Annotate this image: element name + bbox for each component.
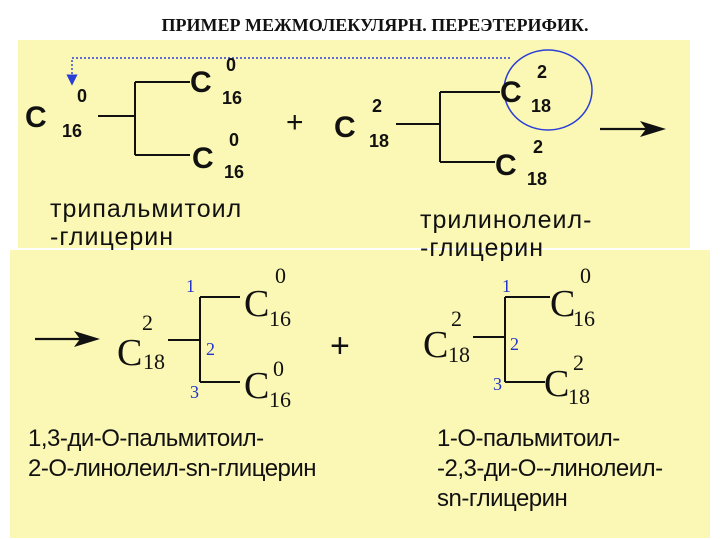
r2-c3-sup: 2 <box>533 137 543 157</box>
p1-c2-sub: 18 <box>143 349 165 374</box>
products-plus: + <box>330 327 350 365</box>
products-panel <box>10 250 710 538</box>
p2-c3-symbol: C <box>544 363 569 405</box>
r2-c1-sup: 2 <box>372 96 382 116</box>
p2-position-3: 3 <box>493 374 502 394</box>
r2-c3-symbol: C <box>495 149 517 182</box>
p1-c3-symbol: C <box>244 365 269 407</box>
r1-c2-sup: 0 <box>226 55 236 75</box>
p1-position-2: 2 <box>206 339 215 359</box>
p2-c3-sup: 2 <box>573 350 584 375</box>
p1-position-3: 3 <box>190 382 199 402</box>
product-2-name-line3: sn-глицерин <box>437 485 568 512</box>
p2-bonds <box>473 296 550 383</box>
r2-c2-sub: 18 <box>531 96 551 116</box>
p1-c1-sub: 16 <box>269 306 291 331</box>
reactant-tripalmitoyl: C 0 16 C 0 16 C 0 16 <box>25 55 244 182</box>
product-1-name-line1: 1,3-ди-О-пальмитоил- <box>28 425 264 452</box>
r2-c1-symbol: C <box>334 111 356 144</box>
p2-c2-sup: 2 <box>451 306 462 331</box>
p1-c3-sup: 0 <box>273 356 284 381</box>
r2-bonds <box>396 91 500 163</box>
p2-position-1: 1 <box>502 276 511 296</box>
p1-c1-symbol: C <box>244 283 269 325</box>
r2-c3-sub: 18 <box>527 169 547 189</box>
reactant-2-name-line2: -глицерин <box>420 234 545 262</box>
r1-c3-symbol: C <box>192 142 214 175</box>
product-2-name-line1: 1-О-пальмитоил- <box>437 425 620 452</box>
r1-c1-sup: 0 <box>77 86 87 106</box>
r1-c3-sub: 16 <box>224 162 244 182</box>
r1-c2-sub: 16 <box>222 88 242 108</box>
continuation-arrow <box>35 331 100 347</box>
r2-c2-sup: 2 <box>537 62 547 82</box>
p1-c2-sup: 2 <box>142 310 153 335</box>
p2-c1-sup: 0 <box>580 263 591 288</box>
r1-c1-symbol: C <box>25 101 47 134</box>
product-1: C 2 18 1 2 3 C 0 16 C 0 16 <box>117 263 291 412</box>
p2-c2-symbol: C <box>423 324 448 366</box>
reactant-1-name-line1: трипальмитоил <box>50 195 243 223</box>
r2-c1-sub: 18 <box>369 131 389 151</box>
reaction-plus: + <box>286 106 304 139</box>
reactant-1-name-line2: -глицерин <box>50 223 175 251</box>
r1-c1-sub: 16 <box>62 121 82 141</box>
r1-c3-sup: 0 <box>229 130 239 150</box>
reactant-trilinoleoyl: C 2 18 C 2 18 C 2 18 <box>334 62 551 189</box>
reactant-2-name-line1: трилинолеил- <box>420 206 593 234</box>
p2-c2-sub: 18 <box>448 342 470 367</box>
reaction-panel <box>18 40 690 248</box>
transfer-arrow <box>66 57 510 86</box>
reaction-arrow <box>600 121 666 137</box>
r1-bonds <box>98 81 190 156</box>
highlight-circle <box>503 49 593 131</box>
p2-position-2: 2 <box>510 334 519 354</box>
p1-bonds <box>168 296 240 383</box>
r1-c2-symbol: C <box>190 66 212 99</box>
slide-title: ПРИМЕР МЕЖМОЛЕКУЛЯРН. ПЕРЕЭТЕРИФИК. <box>75 10 675 40</box>
product-1-name-line2: 2-О-линолеил-sn-глицерин <box>28 455 317 482</box>
p1-position-1: 1 <box>186 276 195 296</box>
p2-c1-sub: 16 <box>573 306 595 331</box>
p2-c3-sub: 18 <box>568 384 590 409</box>
product-2-name-line2: -2,3-ди-О--линолеил- <box>437 455 663 482</box>
p1-c2-symbol: C <box>117 332 142 374</box>
p1-c3-sub: 16 <box>269 387 291 412</box>
p1-c1-sup: 0 <box>275 263 286 288</box>
r2-c2-symbol: C <box>500 76 522 109</box>
p2-c1-symbol: C <box>550 283 575 325</box>
product-2: C 2 18 1 2 3 C 0 16 C 2 18 <box>423 263 595 409</box>
